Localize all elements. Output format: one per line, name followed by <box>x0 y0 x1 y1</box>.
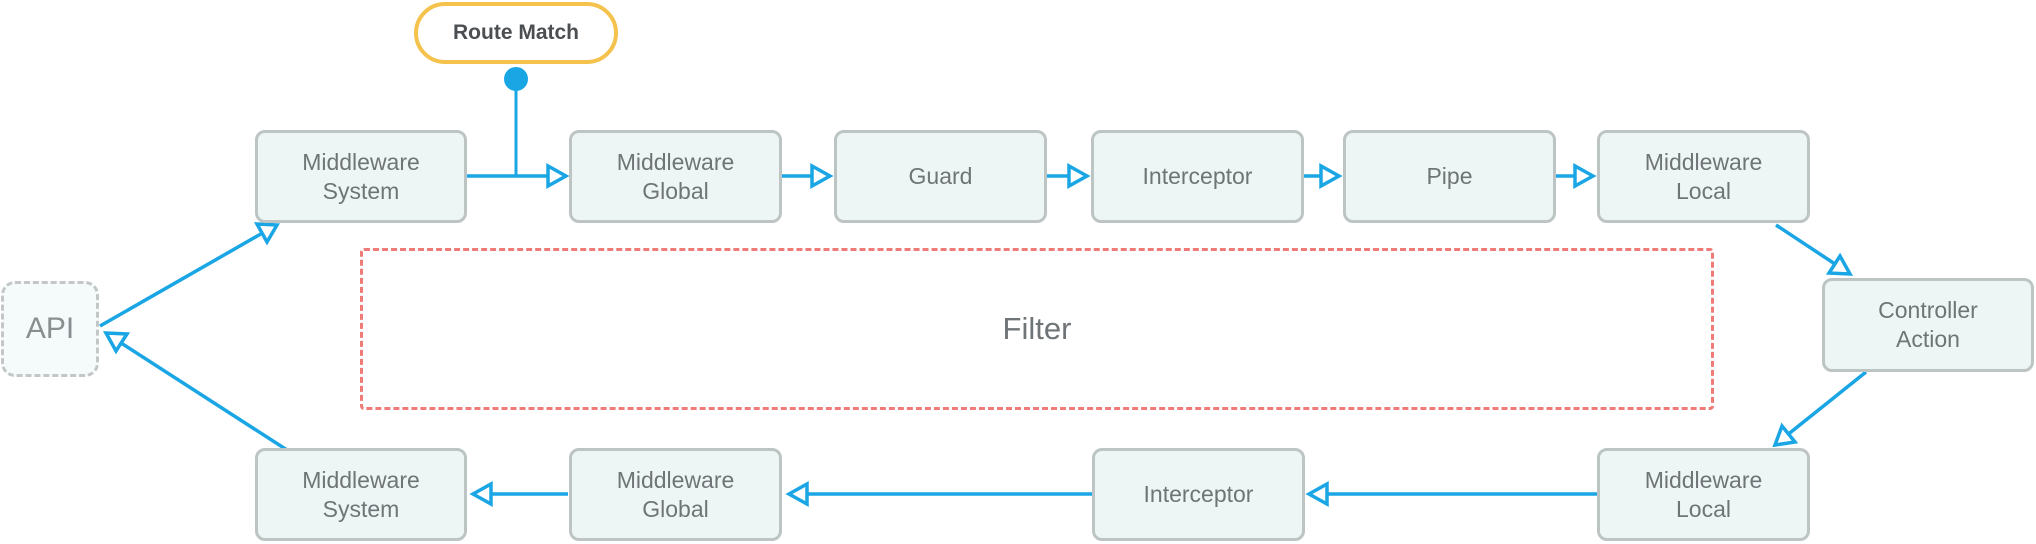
request-interceptor: Interceptor <box>1091 130 1304 223</box>
arrow-api-to-middleware-system <box>99 222 280 328</box>
node-line2: System <box>322 495 400 522</box>
arrow-guard-to-interceptor <box>1047 163 1091 189</box>
node-line1: Middleware <box>1644 466 1763 493</box>
node-line2: Global <box>642 177 709 204</box>
filter-label: Filter <box>1002 311 1072 346</box>
request-middleware-local: Middleware Local <box>1597 130 1810 223</box>
controller-action: Controller Action <box>1822 278 2034 372</box>
request-middleware-system: Middleware System <box>255 130 467 223</box>
node-line1: Controller <box>1878 297 1978 323</box>
node-line1: Interceptor <box>1143 481 1254 507</box>
route-match-dot <box>504 67 528 91</box>
node-line1: Middleware <box>302 466 420 493</box>
node-line1: Middleware <box>1644 148 1763 175</box>
arrow-local-to-interceptor <box>1305 481 1597 507</box>
node-line1: Interceptor <box>1142 163 1253 189</box>
node-line1: Pipe <box>1426 163 1473 189</box>
node-line2: System <box>322 177 400 204</box>
response-middleware-global: Middleware Global <box>569 448 782 541</box>
node-line1: Middleware <box>616 466 735 493</box>
node-line1: Middleware <box>302 148 420 175</box>
node-line1: Middleware <box>616 148 735 175</box>
response-middleware-local: Middleware Local <box>1597 448 1810 541</box>
node-line2: Global <box>642 495 709 522</box>
arrow-local-to-controller <box>1775 223 1854 276</box>
arrow-interceptor-to-global <box>785 481 1092 507</box>
response-middleware-system: Middleware System <box>255 448 467 541</box>
node-line2: Local <box>1676 495 1731 522</box>
arrow-global-to-system <box>469 481 568 507</box>
route-match-node: Route Match <box>414 2 618 64</box>
node-line2: Action <box>1896 326 1960 352</box>
node-line1: Guard <box>908 163 973 189</box>
api-node: API <box>1 281 99 377</box>
response-interceptor: Interceptor <box>1092 448 1305 541</box>
route-match-label: Route Match <box>453 21 579 44</box>
request-middleware-global: Middleware Global <box>569 130 782 223</box>
arrow-system-to-api <box>102 331 288 452</box>
arrow-controller-to-local <box>1772 370 1868 448</box>
arrow-interceptor-to-pipe <box>1304 163 1343 189</box>
request-guard: Guard <box>834 130 1047 223</box>
api-label: API <box>25 312 75 345</box>
arrow-system-to-global <box>467 163 570 189</box>
request-pipe: Pipe <box>1343 130 1556 223</box>
arrow-pipe-to-local <box>1556 163 1597 189</box>
filter-region: Filter <box>360 248 1714 410</box>
arrow-global-to-guard <box>782 163 834 189</box>
node-line2: Local <box>1676 177 1731 204</box>
